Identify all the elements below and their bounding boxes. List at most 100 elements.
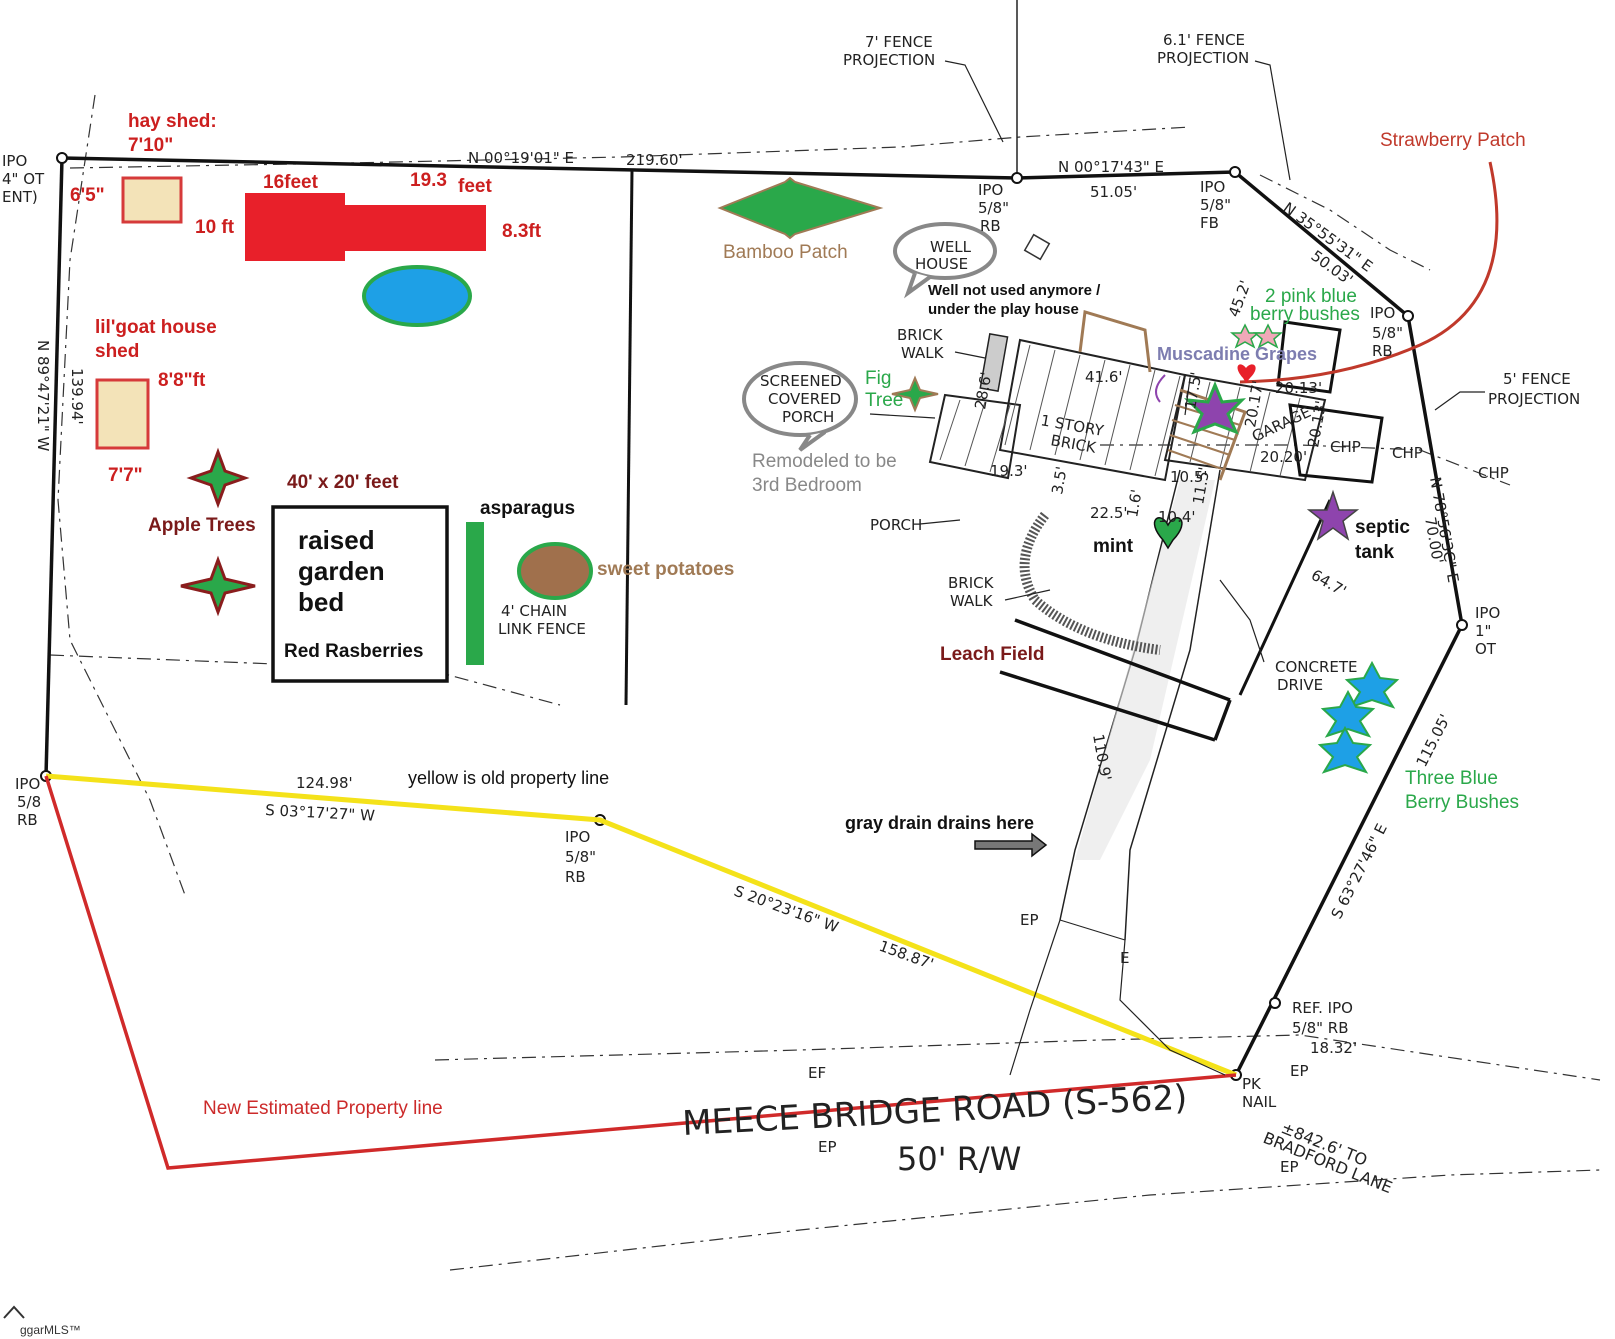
road-edge-south xyxy=(449,1169,1601,1271)
ipo-sw-3: RB xyxy=(17,811,38,829)
ipo-marker-e xyxy=(1402,310,1414,322)
ipo-mid-3: RB xyxy=(565,868,586,886)
bamboo-patch-star xyxy=(717,176,884,240)
goat-house-box xyxy=(95,378,150,450)
watermark-text: ggarMLS™ xyxy=(20,1323,81,1337)
ipo-n-2: 5/8" xyxy=(978,199,1009,217)
fence-7-label-2: PROJECTION xyxy=(843,51,935,69)
barn-block-east xyxy=(340,205,486,251)
screened-porch-shape xyxy=(928,393,1022,480)
brick-walk-north xyxy=(979,332,1009,393)
dim-35: 3.5' xyxy=(1048,465,1071,496)
dim-2013: 20.13' xyxy=(1275,379,1322,397)
hay-shed-label: hay shed: xyxy=(128,111,217,132)
pk-1: PK xyxy=(1242,1075,1262,1093)
three-blue-1: Three Blue xyxy=(1405,768,1498,789)
goat-house-1: lil'goat house xyxy=(95,317,217,338)
remodeled-1: Remodeled to be xyxy=(752,451,897,472)
north-dist-total: 219.60' xyxy=(626,151,683,169)
house-hatching xyxy=(939,344,1301,477)
goat-dim-1: 8'8"ft xyxy=(158,370,206,391)
blueberry-star-2 xyxy=(1320,689,1376,738)
road-rw: 50' R/W xyxy=(897,1140,1021,1178)
dim-416: 41.6' xyxy=(1085,368,1123,386)
apple-tree-star-1 xyxy=(186,447,250,509)
pink-blueberry-stars xyxy=(1229,323,1284,349)
asparagus-bar xyxy=(466,522,484,665)
brick-walk-curved xyxy=(1019,511,1161,655)
porch-label: PORCH xyxy=(870,516,922,534)
blueberry-stars xyxy=(1317,660,1400,774)
pond xyxy=(362,265,472,327)
ref-ipo-marker xyxy=(1269,997,1281,1009)
barn-193: 19.3 xyxy=(410,170,447,191)
dist-64: 64.7' xyxy=(1308,566,1350,600)
new-property-note: New Estimated Property line xyxy=(203,1098,443,1119)
mint-label: mint xyxy=(1093,536,1134,557)
chp-2: CHP xyxy=(1392,444,1423,462)
barn-10ft: 10 ft xyxy=(195,217,235,238)
apple-trees-label: Apple Trees xyxy=(148,515,256,536)
brick-walk-2: WALK xyxy=(901,344,945,362)
goat-dim-2: 7'7" xyxy=(108,465,143,486)
fig-1: Fig xyxy=(865,368,891,389)
pink-blue-2: berry bushes xyxy=(1250,304,1360,325)
house-footprint xyxy=(928,233,1384,655)
ref-ipo-2: 5/8" RB xyxy=(1292,1019,1349,1037)
ipo-e-1: IPO xyxy=(1370,304,1395,322)
drive-curve-west xyxy=(1009,919,1061,1076)
mint-heart-icon xyxy=(1153,517,1183,550)
boundary-south-survey xyxy=(45,775,1237,1076)
pk-2: NAIL xyxy=(1242,1093,1277,1111)
blueberry-star-3 xyxy=(1317,725,1373,774)
septic-1: septic xyxy=(1355,517,1410,538)
ipo-mid-2: 5/8" xyxy=(565,848,596,866)
ipo-ne-2: 5/8" xyxy=(1200,196,1231,214)
strawberry-heart-icon xyxy=(1237,364,1256,383)
remodeled-2: 3rd Bedroom xyxy=(752,475,862,496)
three-blue-2: Berry Bushes xyxy=(1405,792,1519,813)
ipo-sw-1: IPO xyxy=(15,775,40,793)
well-note-2: under the play house xyxy=(928,301,1079,318)
fig-tree-star xyxy=(891,375,939,413)
asparagus-label: asparagus xyxy=(480,498,575,519)
screened-3: PORCH xyxy=(782,408,834,426)
goat-house-2: shed xyxy=(95,341,139,362)
boundary-west xyxy=(44,157,64,777)
old-property-line-yellow xyxy=(45,773,1237,1078)
ipo-n-3: RB xyxy=(980,217,1001,235)
road-text: MEECE BRIDGE ROAD (S-562) 50' R/W ±842.6… xyxy=(681,1078,1395,1198)
chp-3: CHP xyxy=(1478,464,1509,482)
apple-tree-star-2 xyxy=(180,555,256,617)
drain-arrow-icon xyxy=(974,832,1048,858)
ef-label: EF xyxy=(808,1064,826,1082)
fence-7-label: 7' FENCE xyxy=(865,33,933,51)
south-bearing-1: S 03°17'27" W xyxy=(265,801,376,825)
yellow-note: yellow is old property line xyxy=(408,768,609,788)
sweet-potato-patch xyxy=(517,542,593,600)
shed-outline-bold xyxy=(1276,320,1342,394)
dim-2020: 20.20' xyxy=(1260,448,1307,466)
barn-16feet: 16feet xyxy=(263,172,319,193)
dim-193: 19.3' xyxy=(990,462,1028,480)
septic-2: tank xyxy=(1355,542,1395,563)
concrete-2: DRIVE xyxy=(1277,676,1323,694)
gray-drain-note: gray drain drains here xyxy=(845,813,1034,833)
dim-225: 22.5' xyxy=(1090,504,1128,522)
blueberry-star-1 xyxy=(1344,660,1400,709)
drive-cross-line xyxy=(1059,919,1126,941)
fence-61-label: 6.1' FENCE xyxy=(1163,31,1245,49)
fig-2: Tree xyxy=(865,390,903,411)
ipo-n-1: IPO xyxy=(978,181,1003,199)
chain-fence-2: LINK FENCE xyxy=(498,620,586,638)
ipo-nw-3: ENT) xyxy=(2,188,38,206)
north-dist-2: 51.05' xyxy=(1090,183,1137,201)
muscadine-label: Muscadine Grapes xyxy=(1157,344,1317,364)
muscadine-grape-star xyxy=(1183,381,1247,435)
raspberries-label: Red Rasberries xyxy=(284,641,423,662)
house-main xyxy=(998,338,1187,482)
ep-3: E xyxy=(1120,949,1129,967)
brick-walk-3: BRICK xyxy=(948,574,995,592)
leach-field-label: Leach Field xyxy=(940,644,1045,665)
